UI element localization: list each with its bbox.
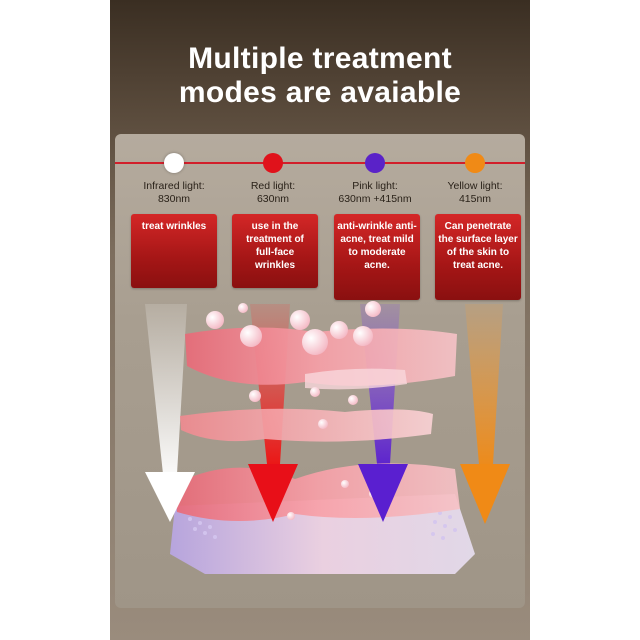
yellow-beam [465, 304, 503, 464]
headline-line-2: modes are avaiable [178, 76, 462, 109]
mode-name: Red light: [250, 180, 296, 192]
skin-layers-illustration [145, 301, 510, 574]
down-arrow-icon [248, 464, 298, 522]
mode-name: Yellow light: [447, 180, 503, 192]
top-layer-edge [305, 368, 407, 390]
mode-wavelength: 630nm [256, 193, 290, 205]
effect-box-yellow: Can penetrate the surface layer of the s… [435, 214, 521, 300]
mode-wavelength: 630nm +415nm [338, 193, 412, 205]
infrared-dot-icon [164, 153, 184, 173]
mode-wavelength: 830nm [157, 193, 191, 205]
effect-box-infrared: treat wrinkles [131, 214, 217, 288]
effect-box-pink: anti-wrinkle anti-acne, treat mild to mo… [334, 214, 420, 300]
mode-label-red: Red light: 630nm [223, 180, 323, 206]
product-poster: Multiple treatment modes are avaiable In… [110, 0, 530, 640]
effect-box-red: use in the treatment of full-face wrinkl… [232, 214, 318, 288]
pink-dot-icon [365, 153, 385, 173]
mode-wavelength: 415nm [458, 193, 492, 205]
bubbles-icon [206, 301, 381, 520]
red-dot-icon [263, 153, 283, 173]
mode-label-pink: Pink light: 630nm +415nm [325, 180, 425, 206]
mode-name: Pink light: [352, 180, 398, 192]
dermis-layer [175, 463, 460, 522]
headline: Multiple treatment modes are avaiable [110, 42, 530, 110]
down-arrow-icon [358, 464, 408, 522]
middle-layer [180, 408, 433, 442]
yellow-dot-icon [465, 153, 485, 173]
down-arrow-icon [460, 464, 510, 524]
mesh-pattern [188, 507, 457, 540]
mode-name: Infrared light: [143, 180, 205, 192]
timeline-line [115, 162, 525, 164]
mode-label-yellow: Yellow light: 415nm [425, 180, 525, 206]
headline-line-1: Multiple treatment [188, 42, 452, 75]
treatment-modes-panel: Infrared light: 830nm Red light: 630nm P… [115, 134, 525, 608]
infrared-beam [145, 304, 187, 474]
mode-label-infrared: Infrared light: 830nm [124, 180, 224, 206]
down-arrow-icon [145, 472, 195, 522]
